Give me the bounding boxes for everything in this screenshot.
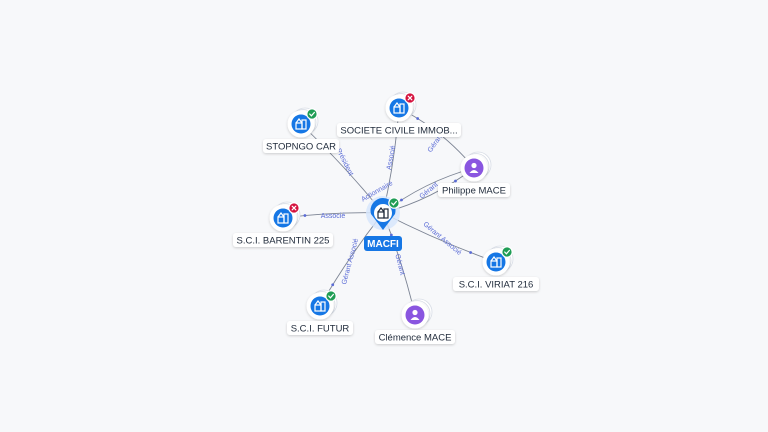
building-icon xyxy=(295,118,307,130)
edge-arrow-philippe-sci_immob xyxy=(416,117,420,120)
center-label: MACFI xyxy=(367,239,399,250)
edge-arrow-philippe-center xyxy=(400,198,403,202)
check-badge-icon xyxy=(501,246,513,258)
building-icon xyxy=(393,102,405,114)
edge-label: Gérant xyxy=(419,181,440,200)
node-label: STOPNGO CAR xyxy=(266,142,336,153)
edge-arrow-center-viriat xyxy=(469,251,472,254)
center-label-bg xyxy=(364,236,402,251)
edge-label: Gérant Associé xyxy=(341,238,360,286)
building-icon xyxy=(277,212,289,224)
check-badge-icon xyxy=(388,197,400,209)
closed-badge-icon xyxy=(288,202,300,214)
check-badge-icon xyxy=(306,108,318,120)
node-futur[interactable]: S.C.I. FUTUR xyxy=(287,289,353,335)
node-label-bg xyxy=(337,123,461,137)
node-label: Clémence MACE xyxy=(379,333,452,344)
edge-label: Associé xyxy=(321,213,346,220)
check-badge-icon xyxy=(325,290,337,302)
closed-badge-icon xyxy=(404,92,416,104)
node-label: S.C.I. FUTUR xyxy=(291,324,350,335)
node-center[interactable]: MACFI xyxy=(364,196,402,251)
node-stopngo[interactable]: STOPNGO CAR xyxy=(263,107,339,153)
node-label-bg xyxy=(233,233,333,247)
node-sci_immob[interactable]: SOCIETE CIVILE IMMOB... xyxy=(337,91,461,137)
node-philippe[interactable]: Philippe MACE xyxy=(438,151,510,197)
edge-arrow-center-futur xyxy=(331,283,335,287)
node-label-bg xyxy=(375,330,455,344)
building-icon xyxy=(314,300,326,312)
node-label-bg xyxy=(287,321,353,335)
node-label: S.C.I. VIRIAT 216 xyxy=(459,280,534,291)
person-icon xyxy=(410,309,420,320)
person-icon xyxy=(469,162,479,173)
node-barentin[interactable]: S.C.I. BARENTIN 225 xyxy=(233,201,333,247)
node-clemence[interactable]: Clémence MACE xyxy=(375,298,455,344)
building-icon xyxy=(377,207,389,219)
node-label: SOCIETE CIVILE IMMOB... xyxy=(340,126,457,137)
building-icon xyxy=(490,256,502,268)
edge-arrow-center-philippe xyxy=(454,179,457,183)
edge-arrow-clemence-center xyxy=(389,233,393,237)
node-label: Philippe MACE xyxy=(442,186,506,197)
node-label-bg xyxy=(263,139,339,153)
edge-label: Gérant Associé xyxy=(422,221,463,257)
edge-line-center-stopngo xyxy=(300,123,384,214)
node-viriat[interactable]: S.C.I. VIRIAT 216 xyxy=(453,245,539,291)
edge-label: Associé xyxy=(386,145,397,170)
node-label-bg xyxy=(438,183,510,197)
node-label-bg xyxy=(453,277,539,291)
edge-label: Gérant xyxy=(393,253,405,276)
edge-arrow-center-barentin xyxy=(303,214,307,217)
node-label: S.C.I. BARENTIN 225 xyxy=(237,236,330,247)
